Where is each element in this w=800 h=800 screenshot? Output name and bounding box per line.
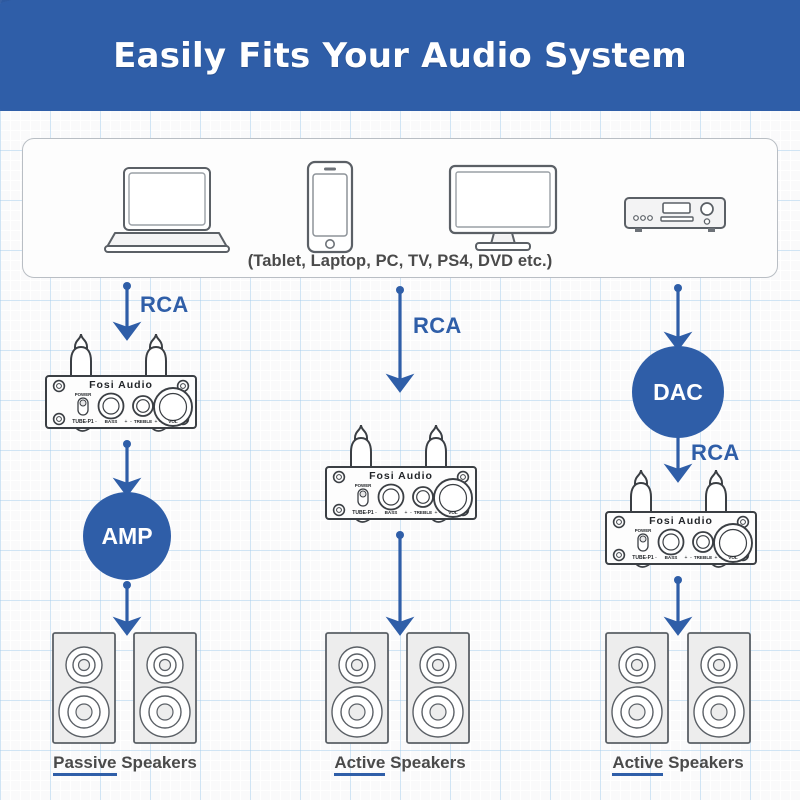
svg-text:TREBLE: TREBLE [414,510,432,515]
svg-text:+: + [186,419,189,425]
svg-text:-: - [375,510,377,516]
svg-text:+: + [715,555,718,561]
speaker-label-middle-suffix: Speakers [385,753,466,772]
arrow-ampcircle-to-speakers-left [112,581,142,636]
speaker-label-left-suffix: Speakers [116,753,197,772]
svg-text:+: + [435,510,438,516]
svg-text:TREBLE: TREBLE [694,555,712,560]
arrow-source-to-dac-right [663,284,693,351]
arrow-amp-to-ampcircle-left [112,440,142,497]
arrow-amp-to-speakers-middle [385,531,415,636]
svg-text:BASS: BASS [105,419,118,424]
svg-text:POWER: POWER [355,483,372,488]
svg-text:-: - [439,510,441,516]
svg-text:-: - [690,555,692,561]
dac-circle[interactable]: DAC [632,346,724,438]
svg-text:POWER: POWER [635,528,652,533]
passive-speakers-left [52,632,197,744]
laptop-icon [101,165,233,262]
rca-label-left-top: RCA [140,292,189,317]
arrow-amp-to-speakers-right [663,576,693,636]
rca-label-right: RCA [691,440,740,465]
amp-circle[interactable]: AMP [83,492,171,580]
speaker-label-right-type: Active [612,753,664,776]
svg-text:BASS: BASS [385,510,398,515]
arrow-source-to-amp-left [112,282,142,341]
tube-amp-right: Fosi Audio POWER TUBE-P1 BASS - + TREBLE… [605,469,757,568]
active-speakers-middle [325,632,470,744]
svg-text:-: - [655,555,657,561]
svg-text:+: + [466,510,469,516]
active-speakers-right [605,632,751,744]
svg-text:+: + [685,555,688,561]
svg-text:Fosi Audio: Fosi Audio [649,515,713,527]
svg-text:Fosi Audio: Fosi Audio [89,379,153,391]
svg-text:POWER: POWER [75,392,92,397]
source-devices-caption: (Tablet, Laptop, PC, TV, PS4, DVD etc.) [247,252,553,270]
svg-text:+: + [155,419,158,425]
svg-text:VOL: VOL [448,510,458,515]
page-title: Easily Fits Your Audio System [113,35,687,76]
svg-text:Fosi Audio: Fosi Audio [369,470,433,482]
svg-text:TUBE-P1: TUBE-P1 [352,510,374,516]
source-devices-panel: (Tablet, Laptop, PC, TV, PS4, DVD etc.) [22,138,778,278]
svg-text:VOL: VOL [168,419,178,424]
svg-text:+: + [405,510,408,516]
speaker-label-right: Active Speakers [553,753,800,776]
svg-text:+: + [125,419,128,425]
svg-text:TUBE-P1: TUBE-P1 [632,555,654,561]
page-header: Easily Fits Your Audio System [0,0,800,111]
rca-label-middle: RCA [413,313,462,338]
svg-text:+: + [746,555,749,561]
svg-text:-: - [159,419,161,425]
dvd-player-icon [623,196,727,241]
arrow-source-to-amp-middle [385,286,415,393]
speaker-label-right-suffix: Speakers [663,753,744,772]
speaker-label-middle: Active Speakers [275,753,525,776]
svg-text:-: - [410,510,412,516]
svg-text:BASS: BASS [665,555,678,560]
smartphone-icon [306,160,354,259]
svg-text:TREBLE: TREBLE [134,419,152,424]
tube-amp-middle: Fosi Audio POWER TUBE-P1 BASS - + TREBLE… [325,424,477,523]
speaker-label-middle-type: Active [334,753,386,776]
tube-amp-left: Fosi Audio POWER TUBE-P1 BASS - + TREBLE… [45,333,197,432]
speaker-label-left-type: Passive [53,753,117,776]
speaker-label-left: Passive Speakers [0,753,250,776]
svg-text:-: - [95,419,97,425]
svg-text:TUBE-P1: TUBE-P1 [72,419,94,425]
svg-text:-: - [130,419,132,425]
svg-text:VOL: VOL [728,555,738,560]
tv-icon [448,164,558,258]
svg-text:-: - [719,555,721,561]
